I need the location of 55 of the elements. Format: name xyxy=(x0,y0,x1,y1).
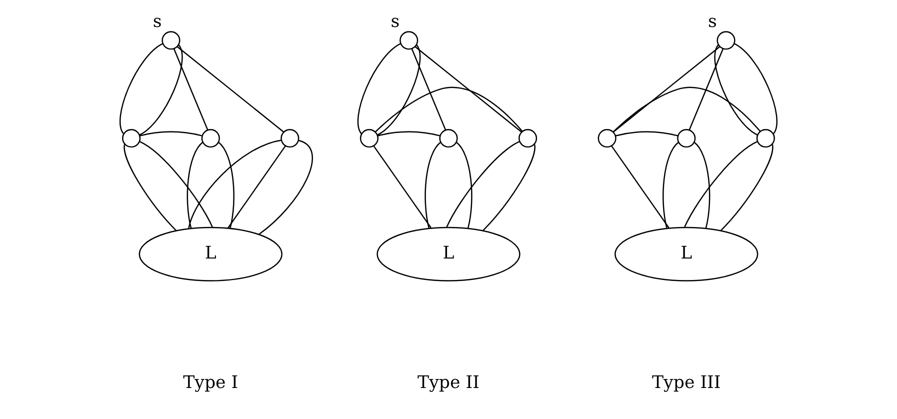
connector xyxy=(173,48,208,130)
connector xyxy=(720,144,774,232)
connector xyxy=(188,140,282,229)
node-circle xyxy=(360,128,378,148)
connector xyxy=(228,146,286,228)
connector xyxy=(694,142,710,228)
connector xyxy=(616,131,678,136)
connector xyxy=(139,44,183,136)
connector xyxy=(375,87,523,132)
connector xyxy=(662,142,679,228)
node-ellipse: L xyxy=(614,226,758,282)
node-circle xyxy=(122,128,141,148)
connector xyxy=(378,131,440,136)
connector xyxy=(124,144,177,232)
connector xyxy=(377,44,421,136)
node-label: s xyxy=(390,12,400,32)
connector xyxy=(714,44,758,136)
node-circle xyxy=(439,128,458,148)
node-circle xyxy=(598,128,616,148)
node-circle xyxy=(677,128,696,148)
node-circle xyxy=(162,31,180,50)
connector xyxy=(140,131,202,136)
node-circle xyxy=(756,128,775,148)
connector xyxy=(446,140,520,228)
connector xyxy=(177,46,284,132)
connector xyxy=(139,140,213,228)
connector xyxy=(414,46,522,132)
node-ellipse: L xyxy=(138,226,282,282)
connector xyxy=(357,43,402,134)
node-circle xyxy=(201,128,220,148)
connector xyxy=(734,43,778,134)
connector xyxy=(218,142,234,228)
connector xyxy=(456,142,472,228)
node-circle xyxy=(518,128,538,148)
connector xyxy=(186,142,204,228)
node-circle xyxy=(280,128,300,148)
connector xyxy=(611,146,670,228)
label: Type III xyxy=(652,373,721,394)
connector xyxy=(411,48,446,130)
connector xyxy=(482,144,536,232)
node-circle xyxy=(716,31,736,50)
label: Type I xyxy=(183,373,238,394)
connector xyxy=(684,140,758,228)
node-ellipse: L xyxy=(376,226,520,282)
connector xyxy=(613,46,720,132)
connector xyxy=(688,48,724,130)
connector xyxy=(373,146,432,228)
node-circle xyxy=(400,31,418,50)
connector xyxy=(612,87,761,132)
connector xyxy=(258,140,313,235)
connector xyxy=(424,142,442,228)
label: Type II xyxy=(418,373,480,394)
node-label: s xyxy=(708,12,717,32)
connector xyxy=(120,43,164,134)
node-label: s xyxy=(152,12,162,32)
